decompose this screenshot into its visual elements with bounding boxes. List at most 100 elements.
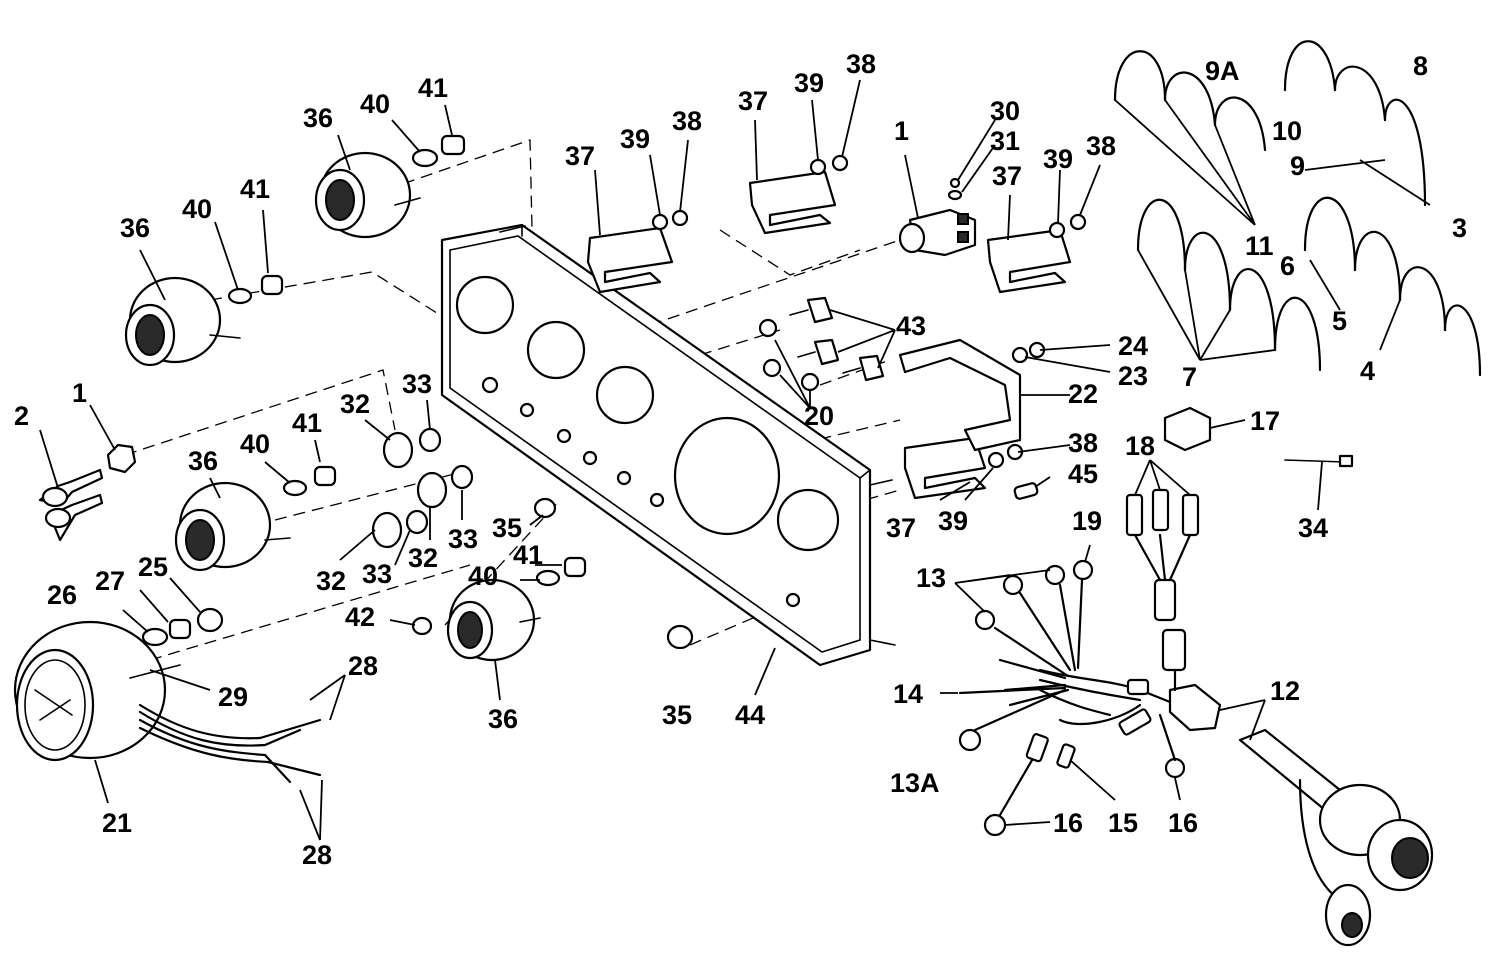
cable-tie-head — [1338, 454, 1354, 468]
callout-label: 41 — [418, 73, 448, 103]
socket-41 — [440, 134, 466, 156]
callout-label: 22 — [1068, 379, 1098, 409]
nut-33 — [450, 464, 474, 490]
panel-small-hole — [785, 592, 801, 608]
panel-gauge-hole — [455, 275, 515, 335]
tachometer — [13, 620, 322, 784]
callout-label: 21 — [102, 808, 132, 838]
washer-23 — [1011, 346, 1029, 364]
callout-label: 38 — [1086, 131, 1116, 161]
callout-label: 41 — [513, 540, 543, 570]
panel-small-hole — [582, 450, 598, 466]
fuse-45 — [1013, 482, 1039, 500]
bracket-22 — [898, 338, 1022, 452]
callout-label: 35 — [492, 513, 522, 543]
callout-label: 2 — [14, 401, 29, 431]
callout-label: 24 — [1118, 331, 1148, 361]
callout-label: 6 — [1280, 251, 1295, 281]
callout-label: 33 — [402, 369, 432, 399]
callout-label: 36 — [188, 446, 218, 476]
callout-label: 32 — [408, 543, 438, 573]
bracket-37 — [903, 436, 987, 500]
callout-label: 36 — [488, 704, 518, 734]
panel-small-hole — [616, 470, 632, 486]
callout-label: 14 — [893, 679, 923, 709]
ring-25 — [196, 607, 224, 633]
callout-label: 39 — [1043, 144, 1073, 174]
main-wire-harness — [1038, 488, 1434, 947]
callout-label: 30 — [990, 96, 1020, 126]
callout-label: 5 — [1332, 306, 1347, 336]
callout-label: 41 — [240, 174, 270, 204]
callout-label: 34 — [1298, 513, 1328, 543]
callout-label: 16 — [1053, 808, 1083, 838]
callout-label: 10 — [1272, 116, 1302, 146]
washer-39 — [1048, 221, 1066, 239]
callout-label: 35 — [662, 700, 692, 730]
gauge-36-middle — [174, 481, 291, 572]
callout-label: 40 — [468, 561, 498, 591]
callout-label: 18 — [1125, 431, 1155, 461]
callout-numbers: 1 2 36 40 41 36 40 41 32 33 36 40 41 32 … — [14, 49, 1467, 870]
callout-label: 16 — [1168, 808, 1198, 838]
callout-label: 36 — [303, 103, 333, 133]
nut-38 — [671, 209, 689, 227]
callout-label: 36 — [120, 213, 150, 243]
callout-label: 1 — [72, 378, 87, 408]
nut-38 — [1069, 213, 1087, 231]
ignition-key-pair — [38, 468, 104, 542]
callout-label: 1 — [894, 116, 909, 146]
callout-label: 3 — [1452, 213, 1467, 243]
callout-label: 32 — [316, 566, 346, 596]
callout-label: 42 — [345, 602, 375, 632]
ignition-nut — [106, 443, 137, 474]
bracket-37 — [586, 226, 674, 294]
gauge-36-bottom — [446, 578, 541, 662]
callout-label: 38 — [1068, 428, 1098, 458]
panel-small-hole — [556, 428, 572, 444]
fuse-holder-17 — [1163, 406, 1212, 452]
callout-label: 29 — [218, 682, 248, 712]
callout-label: 8 — [1413, 51, 1428, 81]
callout-label: 43 — [896, 311, 926, 341]
callout-label: 4 — [1360, 356, 1375, 386]
plug-35 — [533, 497, 557, 519]
screw-30 — [949, 177, 961, 189]
callout-label: 38 — [846, 49, 876, 79]
toggle-switches — [758, 296, 885, 392]
gauge-36-upper-left — [124, 276, 241, 367]
nut-38 — [831, 154, 849, 172]
washer-39 — [987, 451, 1005, 469]
callout-label: 40 — [182, 194, 212, 224]
callout-label: 37 — [565, 141, 595, 171]
panel-gauge-hole — [776, 488, 840, 552]
washer-39 — [809, 158, 827, 176]
callout-label: 13A — [890, 768, 940, 798]
callout-label: 37 — [886, 513, 916, 543]
callout-label: 19 — [1072, 506, 1102, 536]
callout-label: 11 — [1245, 231, 1274, 261]
callout-label: 40 — [240, 429, 270, 459]
panel-small-hole — [649, 492, 665, 508]
bracket-37 — [986, 228, 1072, 294]
callout-label: 39 — [620, 124, 650, 154]
callout-label: 39 — [794, 68, 824, 98]
instrument-panel — [440, 223, 896, 667]
nut-33 — [418, 427, 442, 453]
callout-label: 40 — [360, 89, 390, 119]
panel-tach-hole — [673, 416, 781, 536]
callout-label: 44 — [735, 700, 765, 730]
callout-label: 45 — [1068, 459, 1098, 489]
callout-label: 13 — [916, 563, 946, 593]
callout-label: 23 — [1118, 361, 1148, 391]
callout-label: 32 — [340, 389, 370, 419]
callout-label: 37 — [992, 161, 1022, 191]
knob-32 — [371, 511, 403, 549]
callout-label: 39 — [938, 506, 968, 536]
callout-label: 20 — [804, 401, 834, 431]
callout-label: 7 — [1182, 362, 1197, 392]
callout-label: 12 — [1270, 676, 1300, 706]
panel-small-hole — [519, 402, 535, 418]
